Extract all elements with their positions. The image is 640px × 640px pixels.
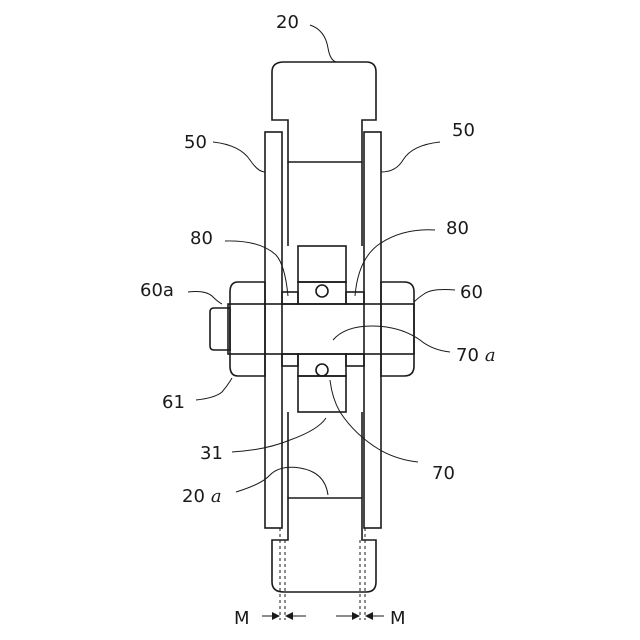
washer-right-bottom bbox=[346, 354, 364, 366]
label-gap-right: M bbox=[390, 608, 406, 629]
label-bearing: 70 bbox=[432, 463, 455, 484]
label-washer-right: 80 bbox=[446, 218, 469, 239]
gap-guides bbox=[280, 528, 365, 620]
label-wheel: 20 bbox=[276, 12, 299, 33]
label-axle-head: 60a bbox=[140, 280, 174, 301]
leader-lines bbox=[188, 25, 455, 495]
axle-thread-stub bbox=[210, 308, 230, 350]
label-washer-left: 80 bbox=[190, 228, 213, 249]
label-plate-left: 50 bbox=[184, 132, 207, 153]
wheel-top-section bbox=[272, 62, 376, 162]
label-axle: 60 bbox=[460, 282, 483, 303]
bearing-top bbox=[298, 246, 346, 304]
label-rib: 31 bbox=[200, 443, 223, 464]
axle-head bbox=[230, 282, 265, 376]
bearing-bottom bbox=[298, 354, 346, 412]
axle bbox=[228, 304, 414, 354]
label-nut: 61 bbox=[162, 392, 185, 413]
label-plate-right: 50 bbox=[452, 120, 475, 141]
label-hub: 20a bbox=[182, 486, 222, 507]
washer-left-top bbox=[282, 292, 298, 304]
side-plate-left bbox=[265, 132, 282, 528]
washer-left-bottom bbox=[282, 354, 298, 366]
side-plate-right bbox=[364, 132, 381, 528]
label-gap-left: M bbox=[234, 608, 250, 629]
label-inner-ring: 70a bbox=[456, 345, 496, 366]
